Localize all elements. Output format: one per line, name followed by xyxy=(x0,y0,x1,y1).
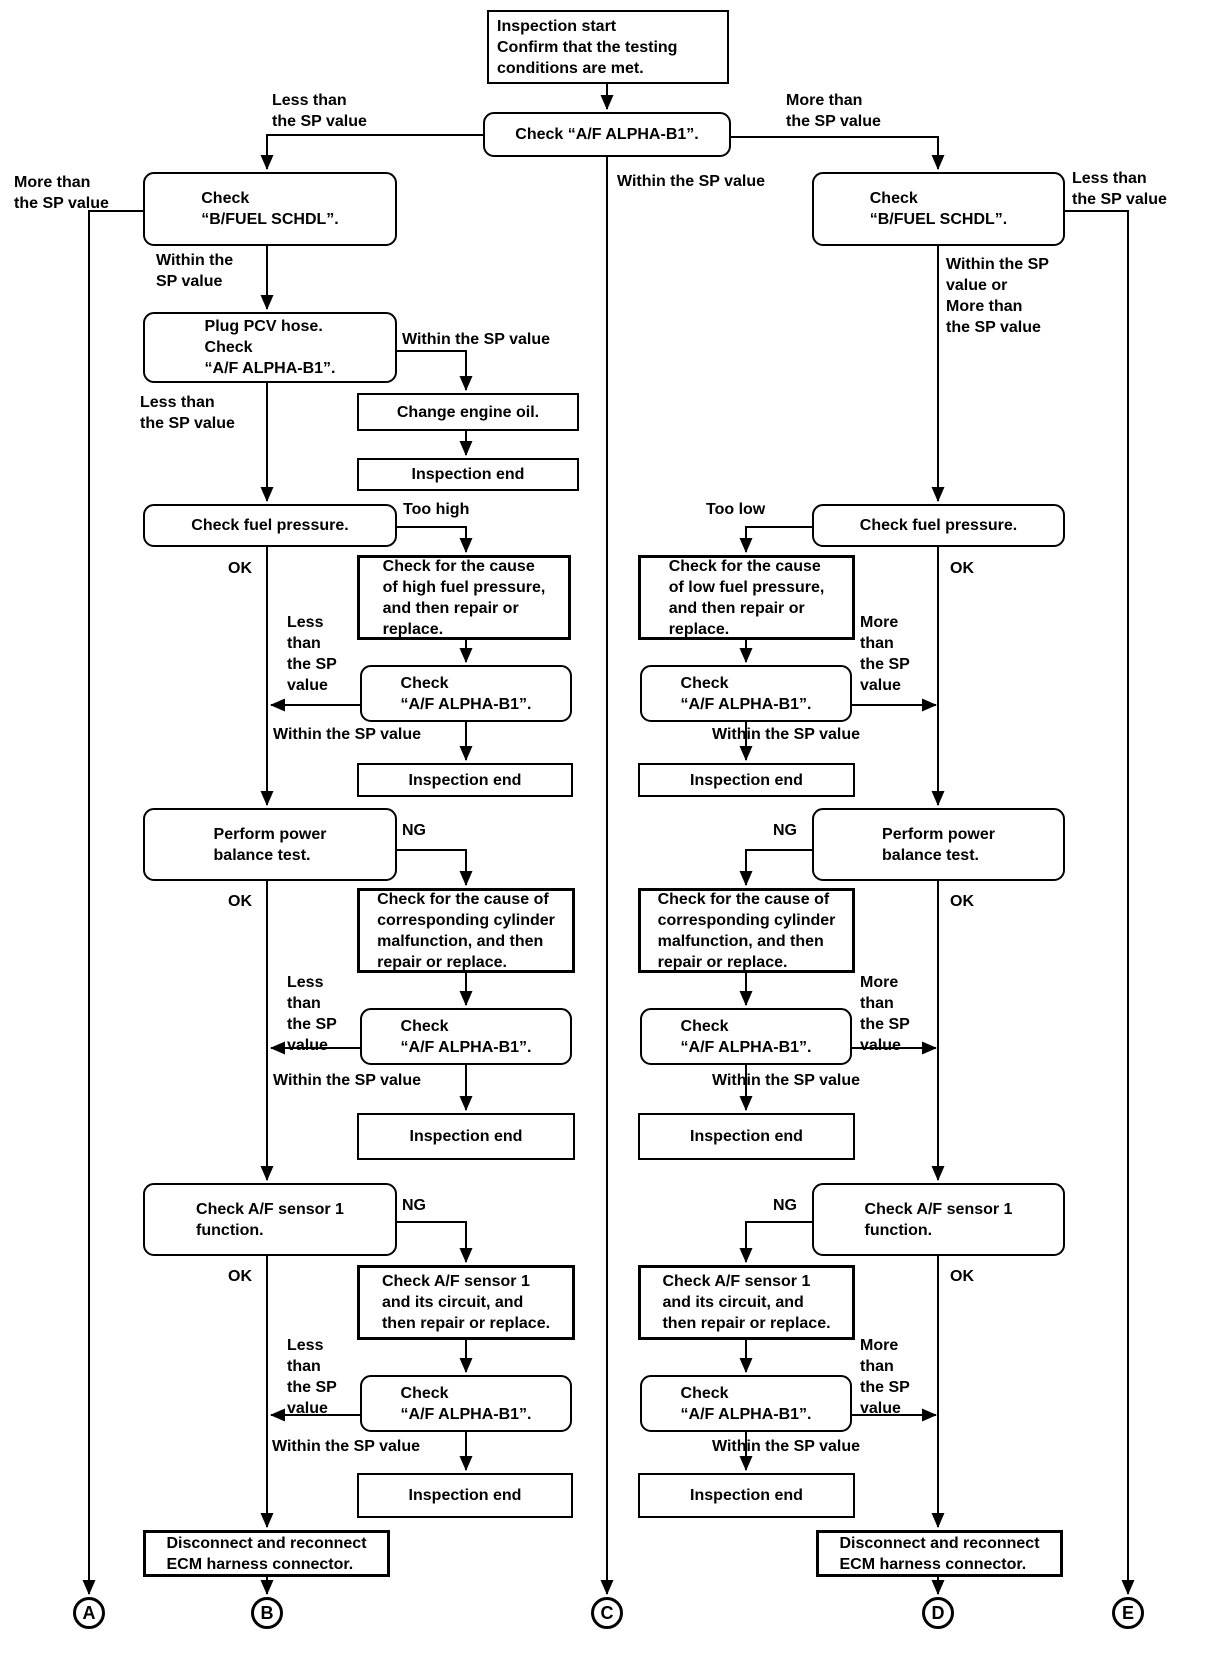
edge-label-less-than-sp: Less than the SP value xyxy=(287,974,337,1054)
node-cause-cylinder-right: Check for the cause of corresponding cyl… xyxy=(638,888,855,973)
flow-line xyxy=(739,1221,812,1263)
node-check-bfuel-right: Check “B/FUEL SCHDL”. xyxy=(812,172,1065,246)
edge-label-ok: OK xyxy=(950,560,974,577)
node-change-engine-oil: Change engine oil. xyxy=(357,393,579,431)
edge-label-within-sp: Within the SP value xyxy=(617,173,766,190)
edge-label-more-than-sp: More than the SP value xyxy=(860,1337,910,1417)
flow-line xyxy=(397,849,473,886)
edge-label-less-than-sp: Less than the SP value xyxy=(140,394,235,432)
node-inspection-end-right-3: Inspection end xyxy=(638,1473,855,1518)
edge-label-more-than-sp: More than the SP value xyxy=(14,174,109,212)
edge-label-more-than-sp: More than the SP value xyxy=(860,614,910,694)
connector-circle-d: D xyxy=(922,1597,954,1629)
node-cause-low-fuel-pressure: Check for the cause of low fuel pressure… xyxy=(638,555,855,640)
node-inspection-end-left-4: Inspection end xyxy=(357,1473,573,1518)
node-check-af-alpha-left-2: Check “A/F ALPHA-B1”. xyxy=(360,1008,572,1065)
flow-line xyxy=(260,134,483,170)
node-inspection-end-left-2: Inspection end xyxy=(357,763,573,797)
flow-line xyxy=(731,136,945,170)
node-power-balance-right: Perform power balance test. xyxy=(812,808,1065,881)
edge-label-ng: NG xyxy=(402,822,426,839)
flow-line xyxy=(739,849,812,886)
edge-label-within-sp: Within the SP value xyxy=(712,726,861,743)
edge-label-too-high: Too high xyxy=(403,501,470,518)
flow-line xyxy=(397,1221,473,1263)
edge-label-within-or-more-sp: Within the SP value or More than the SP … xyxy=(946,256,1049,336)
node-check-af-alpha-right-3: Check “A/F ALPHA-B1”. xyxy=(640,1375,852,1432)
edge-label-within-sp: Within the SP value xyxy=(272,1438,421,1455)
edge-label-more-than-sp: More than the SP value xyxy=(786,92,881,130)
flow-line xyxy=(397,350,473,391)
node-disconnect-ecm-left: Disconnect and reconnect ECM harness con… xyxy=(143,1530,390,1577)
node-check-fuel-pressure-right: Check fuel pressure. xyxy=(812,504,1065,547)
edge-label-within-sp: Within the SP value xyxy=(402,331,551,348)
flow-line xyxy=(739,526,812,553)
edge-label-within-sp: Within the SP value xyxy=(712,1072,861,1089)
node-af-sensor-circuit-left: Check A/F sensor 1 and its circuit, and … xyxy=(357,1265,575,1340)
node-inspection-end-left-1: Inspection end xyxy=(357,458,579,491)
connector-circle-b: B xyxy=(251,1597,283,1629)
flow-line xyxy=(397,526,473,553)
node-af-sensor-circuit-right: Check A/F sensor 1 and its circuit, and … xyxy=(638,1265,855,1340)
edge-label-ng: NG xyxy=(773,1197,797,1214)
edge-label-ok: OK xyxy=(228,560,252,577)
flow-line xyxy=(1065,210,1135,1595)
node-inspection-end-left-3: Inspection end xyxy=(357,1113,575,1160)
flow-line xyxy=(82,210,143,1595)
edge-label-ng: NG xyxy=(773,822,797,839)
node-inspection-end-right-2: Inspection end xyxy=(638,1113,855,1160)
edge-label-ok: OK xyxy=(950,1268,974,1285)
edge-label-more-than-sp: More than the SP value xyxy=(860,974,910,1054)
connector-circle-c: C xyxy=(591,1597,623,1629)
flow-lines xyxy=(82,84,1135,1595)
edge-label-within-sp: Within the SP value xyxy=(273,726,422,743)
edge-label-ok: OK xyxy=(228,893,252,910)
node-disconnect-ecm-right: Disconnect and reconnect ECM harness con… xyxy=(816,1530,1063,1577)
node-plug-pcv-hose: Plug PCV hose. Check “A/F ALPHA-B1”. xyxy=(143,312,397,383)
node-check-af-alpha-top: Check “A/F ALPHA-B1”. xyxy=(483,112,731,157)
edge-label-within-sp: Within the SP value xyxy=(273,1072,422,1089)
connector-circle-a: A xyxy=(73,1597,105,1629)
node-check-fuel-pressure-left: Check fuel pressure. xyxy=(143,504,397,547)
edge-label-ok: OK xyxy=(950,893,974,910)
node-check-af-alpha-left-3: Check “A/F ALPHA-B1”. xyxy=(360,1375,572,1432)
node-check-bfuel-left: Check “B/FUEL SCHDL”. xyxy=(143,172,397,246)
node-af-sensor-function-left: Check A/F sensor 1 function. xyxy=(143,1183,397,1256)
edge-label-ng: NG xyxy=(402,1197,426,1214)
node-check-af-alpha-right-1: Check “A/F ALPHA-B1”. xyxy=(640,665,852,722)
node-inspection-start: Inspection start Confirm that the testin… xyxy=(487,10,729,84)
edge-label-less-than-sp: Less than the SP value xyxy=(287,614,337,694)
edge-label-within-sp: Within the SP value xyxy=(712,1438,861,1455)
edge-label-less-than-sp: Less than the SP value xyxy=(272,92,367,130)
node-af-sensor-function-right: Check A/F sensor 1 function. xyxy=(812,1183,1065,1256)
node-check-af-alpha-left-1: Check “A/F ALPHA-B1”. xyxy=(360,665,572,722)
edge-label-ok: OK xyxy=(228,1268,252,1285)
node-check-af-alpha-right-2: Check “A/F ALPHA-B1”. xyxy=(640,1008,852,1065)
connector-circle-e: E xyxy=(1112,1597,1144,1629)
edge-label-too-low: Too low xyxy=(706,501,766,518)
node-cause-cylinder-left: Check for the cause of corresponding cyl… xyxy=(357,888,575,973)
node-power-balance-left: Perform power balance test. xyxy=(143,808,397,881)
edge-label-less-than-sp: Less than the SP value xyxy=(1072,170,1167,208)
node-inspection-end-right-1: Inspection end xyxy=(638,763,855,797)
node-cause-high-fuel-pressure: Check for the cause of high fuel pressur… xyxy=(357,555,571,640)
edge-label-within-sp: Within the SP value xyxy=(156,252,234,290)
edge-label-less-than-sp: Less than the SP value xyxy=(287,1337,337,1417)
